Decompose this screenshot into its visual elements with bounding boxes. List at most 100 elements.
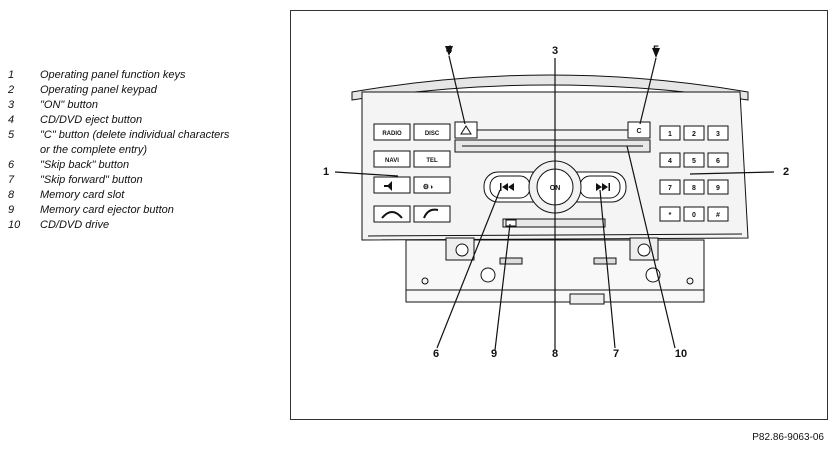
callout-2: 2 xyxy=(783,166,789,178)
legend-item: 3"ON" button xyxy=(8,98,280,113)
callout-9: 9 xyxy=(491,348,497,360)
callout-10: 10 xyxy=(675,348,687,360)
leader-line-9 xyxy=(494,223,511,351)
arrow-head-4 xyxy=(445,46,453,56)
legend-number: 5 xyxy=(8,129,15,141)
mounting-screw-icon xyxy=(480,267,496,283)
skip-back-bar-icon xyxy=(500,183,502,191)
leader-line-4 xyxy=(448,55,466,125)
legend-number: 10 xyxy=(8,219,21,231)
keypad-key-3[interactable] xyxy=(707,125,729,141)
system-key-symbol: ⚙◑ xyxy=(423,183,434,191)
keypad-key-hash[interactable] xyxy=(707,206,729,222)
keypad-key-2[interactable] xyxy=(683,125,705,141)
radio-key[interactable] xyxy=(373,123,411,141)
legend-number: 3 xyxy=(8,99,15,111)
legend-item: 8 Memory card slot xyxy=(8,188,280,203)
callout-6: 6 xyxy=(433,348,439,360)
callout-4: 4 xyxy=(446,44,453,56)
legend-text: "Skip forward" button xyxy=(40,174,143,186)
legend-text: Memory card slot xyxy=(40,189,125,201)
legend-number: 8 xyxy=(8,189,15,201)
legend-item: 9 Memory card ejector button xyxy=(8,203,280,218)
skip-forward-icon xyxy=(596,183,608,191)
keypad-key-0[interactable] xyxy=(683,206,705,222)
disc-key[interactable] xyxy=(413,123,451,141)
radio-key-label: RADIO xyxy=(382,131,402,137)
legend-item: 6 "Skip back" button xyxy=(8,158,280,173)
legend-number: 2 xyxy=(8,84,15,96)
arrow-head-5 xyxy=(652,48,660,58)
leader-line-2 xyxy=(689,171,775,175)
call-accept-key[interactable] xyxy=(413,205,451,223)
keypad-key-8[interactable] xyxy=(683,179,705,195)
eject-button[interactable] xyxy=(454,121,478,139)
phone-icon xyxy=(423,208,439,219)
memory-card-ejector-button[interactable] xyxy=(505,219,517,227)
call-end-key[interactable] xyxy=(373,205,411,223)
legend-text: "Skip back" button xyxy=(40,159,130,171)
keypad-key-6[interactable] xyxy=(707,152,729,168)
skip-back-icon xyxy=(502,183,514,191)
keypad-label: 2 xyxy=(692,131,696,138)
leader-line-1 xyxy=(334,171,399,177)
housing-hole xyxy=(686,277,694,285)
legend-item: 5 "C" button (delete individual character… xyxy=(8,128,280,158)
keypad-key-star[interactable] xyxy=(659,206,681,222)
legend-text: "C" button (delete individual characters… xyxy=(40,129,230,156)
callout-8: 8 xyxy=(552,348,558,360)
callout-5: 5 xyxy=(653,44,659,56)
keypad-key-9[interactable] xyxy=(707,179,729,195)
callout-7: 7 xyxy=(613,348,619,360)
figure-code: P82.86-9063-06 xyxy=(752,432,824,443)
legend-text: Operating panel function keys xyxy=(40,69,186,81)
legend-number: 9 xyxy=(8,204,15,216)
legend-number: 1 xyxy=(8,69,15,81)
diagram-frame xyxy=(290,10,828,420)
keypad xyxy=(659,125,729,222)
keypad-label: # xyxy=(716,212,720,219)
callout-3: 3 xyxy=(552,45,558,57)
navi-key[interactable] xyxy=(373,150,411,168)
legend: 1 Operating panel function keys 2 Operatin… xyxy=(8,68,280,233)
housing-clip xyxy=(499,257,523,265)
keypad-label: 5 xyxy=(692,158,696,165)
keypad-label: 1 xyxy=(668,131,672,138)
housing-clip xyxy=(593,257,617,265)
legend-item: 1 Operating panel function keys xyxy=(8,68,280,83)
keypad-label: 3 xyxy=(716,131,720,138)
legend-text: Memory card ejector button xyxy=(40,204,174,216)
keypad-label: 0 xyxy=(692,212,696,219)
housing-hole xyxy=(421,277,429,285)
memory-card-slot xyxy=(502,218,606,228)
keypad-key-5[interactable] xyxy=(683,152,705,168)
leader-line-5 xyxy=(639,57,657,125)
leader-line-6 xyxy=(436,189,501,349)
legend-number: 6 xyxy=(8,159,15,171)
keypad-label: 9 xyxy=(716,185,720,192)
legend-number: 7 xyxy=(8,174,15,186)
legend-item: 4 CD/DVD eject button xyxy=(8,113,280,128)
tel-key[interactable] xyxy=(413,150,451,168)
leader-line-10 xyxy=(626,145,676,349)
keypad-label: 8 xyxy=(692,185,696,192)
keypad-key-4[interactable] xyxy=(659,152,681,168)
legend-text: Operating panel keypad xyxy=(40,84,157,96)
speaker-icon xyxy=(384,181,392,191)
keypad-label: 4 xyxy=(668,158,672,165)
legend-number: 4 xyxy=(8,114,15,126)
legend-text: CD/DVD eject button xyxy=(40,114,143,126)
legend-item: 7 "Skip forward" button xyxy=(8,173,280,188)
system-key[interactable] xyxy=(413,176,451,194)
bracket-screw-icon xyxy=(455,243,469,257)
top-bezel xyxy=(351,74,749,101)
keypad-label: * xyxy=(669,212,672,219)
keypad-key-7[interactable] xyxy=(659,179,681,195)
housing-tab xyxy=(569,293,605,305)
disc-key-label: DISC xyxy=(425,131,440,137)
skip-forward-bar-icon xyxy=(608,183,610,191)
keypad-key-1[interactable] xyxy=(659,125,681,141)
callout-1: 1 xyxy=(323,166,329,178)
